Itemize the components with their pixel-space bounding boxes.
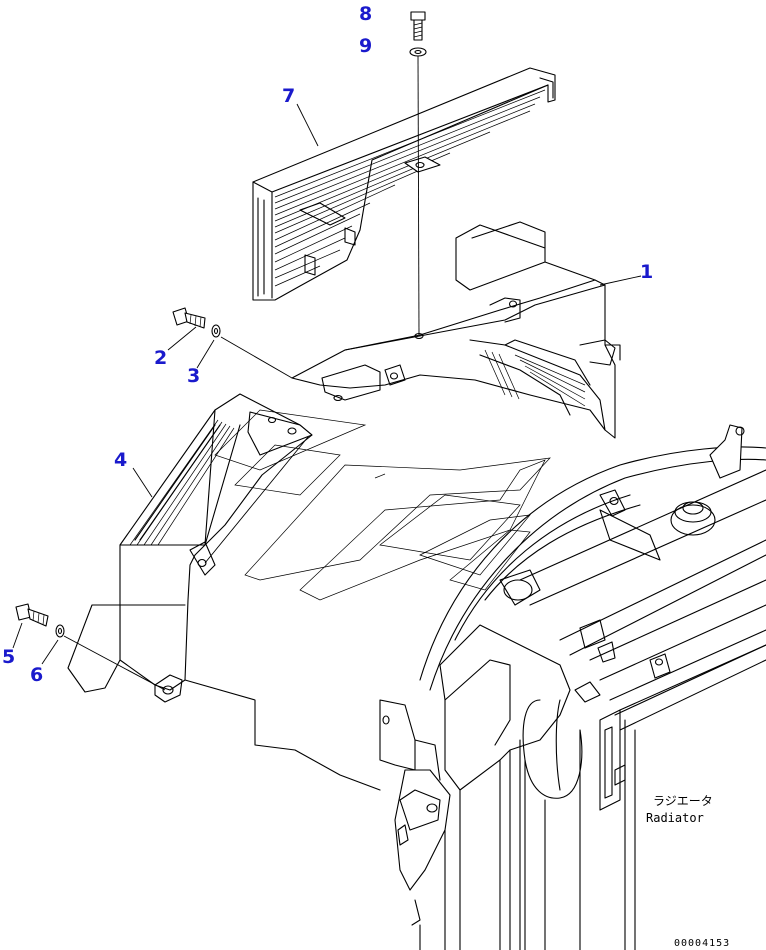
callout-9: 9 [359,35,372,57]
bolt-4-axis-line [204,436,309,564]
callout-3: 3 [187,365,200,387]
part-1-shroud-bracket [291,221,621,439]
part-2-bolt [172,307,206,329]
drawing-code: 00004153 [674,938,730,949]
radiator-label-jp: ラジエータ [653,794,713,808]
part-3-washer [211,324,221,338]
callout-6: 6 [30,664,43,686]
callout-7: 7 [282,85,295,107]
part-6-washer [55,624,65,638]
part-8-bolt [410,11,426,41]
bolt-8-axis-line [417,55,420,336]
callout-5: 5 [2,646,15,668]
radiator-assembly [379,424,766,950]
bolt-2-axis-line [220,336,293,379]
part-7-upper-cover [252,67,556,301]
radiator-label-en: Radiator [646,811,704,825]
callout-8: 8 [359,3,372,25]
callout-1: 1 [640,261,653,283]
callout-leaders [12,103,642,665]
callout-labels: 8 9 7 1 2 3 4 5 6 [2,3,653,686]
bolt-5-axis-line [63,635,166,691]
callout-4: 4 [114,449,127,471]
background-logo [214,409,551,601]
callout-2: 2 [154,347,167,369]
part-5-bolt [15,603,49,627]
part-9-washer [409,47,427,57]
